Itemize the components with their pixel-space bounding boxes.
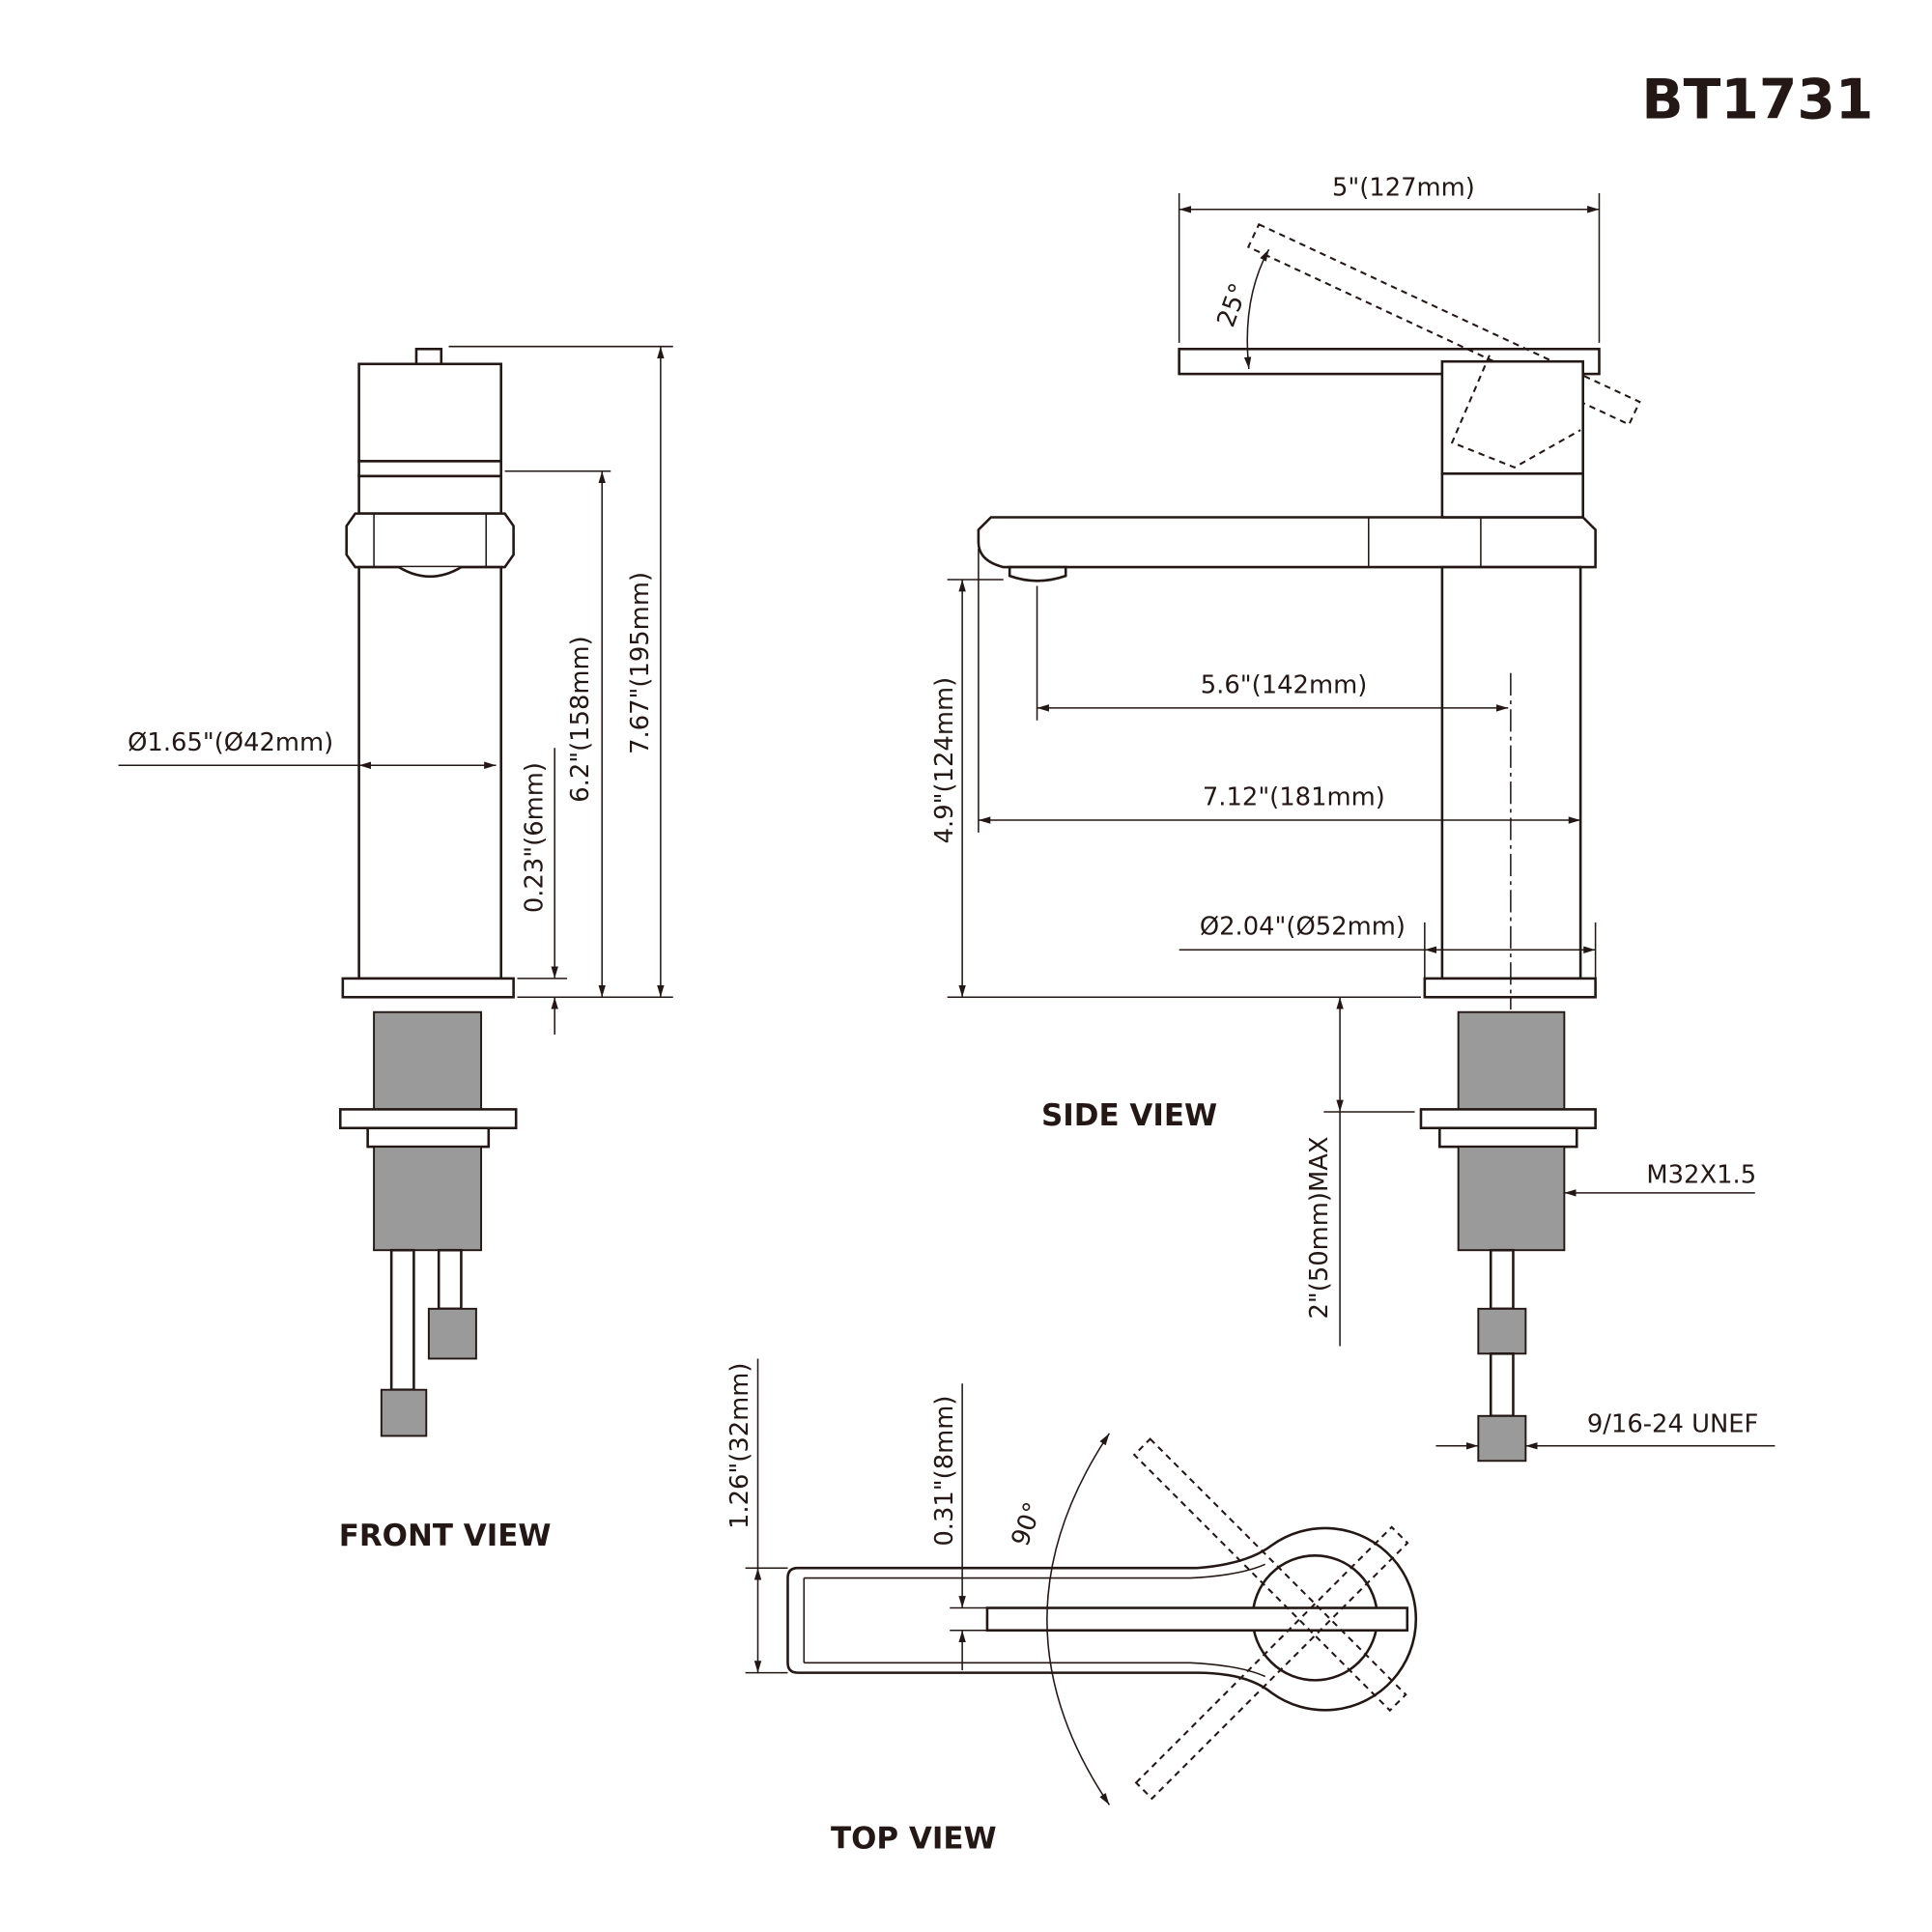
side-view-label: SIDE VIEW — [1041, 1098, 1217, 1133]
front-view: Ø1.65"(Ø42mm) 0.23"(6mm) 6.2"(158mm) 7.6… — [118, 345, 673, 1553]
outlet-height-dim: 4.9"(124mm) — [930, 677, 959, 844]
handle-width-dim: 0.31"(8mm) — [930, 1396, 959, 1547]
top-view-label: TOP VIEW — [831, 1822, 997, 1857]
front-deck-dim: 0.23"(6mm) — [520, 762, 549, 913]
spout-length-dim: 7.12"(181mm) — [1203, 783, 1385, 812]
lever-length-dim: 5"(127mm) — [1332, 174, 1475, 203]
hose-thread-dim: 9/16-24 UNEF — [1587, 1410, 1759, 1439]
top-view: 90° 1.26"(32mm) 0.31"(8mm) TOP VIEW — [725, 1358, 1418, 1857]
base-diameter-dim: Ø2.04"(Ø52mm) — [1200, 913, 1406, 942]
thread-dim: M32X1.5 — [1646, 1161, 1756, 1190]
max-deck-dim: 2"(50mm)MAX — [1305, 1136, 1334, 1319]
rotation-dim: 90° — [1007, 1498, 1049, 1549]
top-width-dim: 1.26"(32mm) — [725, 1363, 754, 1530]
reach-dim: 5.6"(142mm) — [1201, 670, 1368, 699]
front-total-height-dim: 7.67"(195mm) — [626, 572, 655, 754]
model-title: BT1731 — [1641, 69, 1873, 132]
front-diameter-dim: Ø1.65"(Ø42mm) — [128, 728, 333, 757]
front-spout-height-dim: 6.2"(158mm) — [566, 636, 595, 803]
front-view-label: FRONT VIEW — [339, 1519, 552, 1553]
side-view: 5"(127mm) 25° 4.9"(124mm) 5.6"(142mm) 7.… — [930, 174, 1776, 1463]
